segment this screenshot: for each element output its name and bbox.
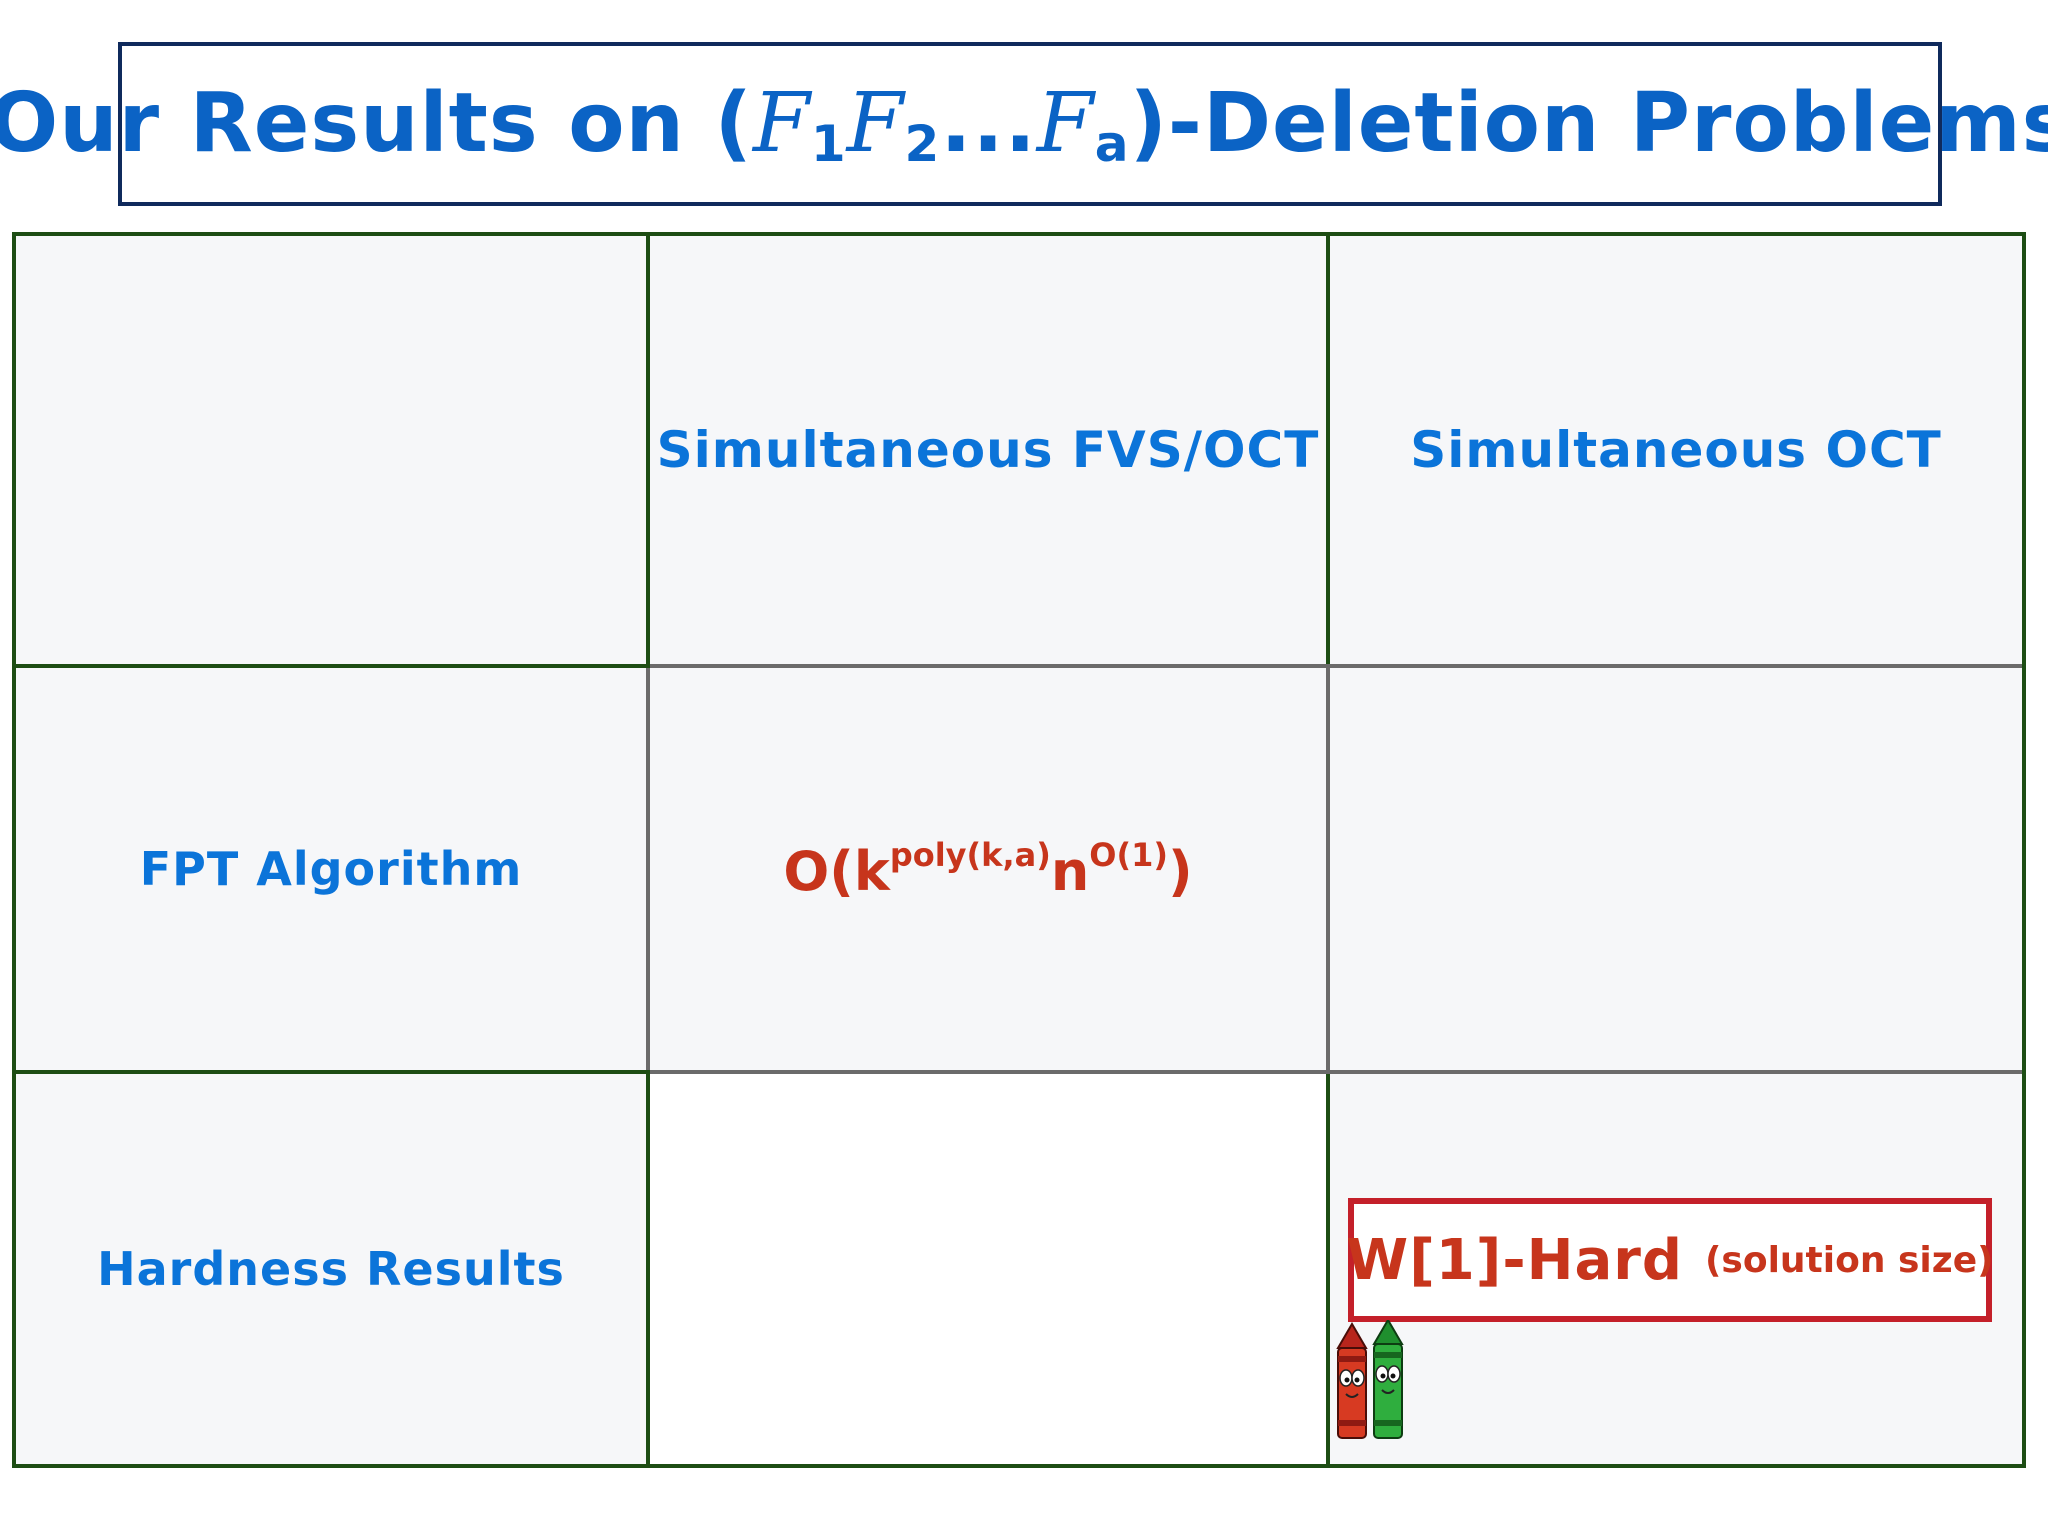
crayon-mascots — [1336, 1320, 1404, 1439]
grid-line-v1-bot — [646, 1074, 650, 1464]
column-header-fvs-oct: Simultaneous FVS/OCT — [656, 421, 1320, 479]
grid-line-h1-mid — [650, 664, 1326, 668]
fpt-fvs-oct-cell: O(kpoly(k,a)nO(1)) — [650, 668, 1326, 1070]
title-sub-1: 1 — [810, 114, 847, 173]
grid-line-h2-right — [1326, 1070, 2022, 1074]
slide-title: Our Results on (F1F2...Fa)-Deletion Prob… — [0, 76, 2048, 173]
title-box: Our Results on (F1F2...Fa)-Deletion Prob… — [0, 42, 2048, 206]
title-suffix: )-Deletion Problems — [1129, 75, 2048, 171]
grid-line-v1-mid — [646, 668, 650, 1074]
formula-n: n — [1050, 839, 1090, 903]
green-crayon-icon — [1372, 1320, 1404, 1439]
title-ellipsis: ... — [940, 75, 1037, 171]
formula-base: O(k — [783, 839, 890, 903]
hardness-result-main: W[1]-Hard — [1346, 1227, 1683, 1293]
grid-line-h1-right — [1326, 664, 2022, 668]
row-label-hardness: Hardness Results — [97, 1242, 565, 1296]
formula-exponent-2: O(1) — [1089, 835, 1168, 874]
corner-cell — [16, 236, 646, 664]
grid-line-v1-top — [646, 236, 650, 668]
grid-line-v2-mid — [1326, 668, 1330, 1074]
row-label-cell-hardness: Hardness Results — [16, 1074, 646, 1464]
column-header-oct: Simultaneous OCT — [1410, 421, 1942, 479]
title-family-a: F — [1036, 75, 1095, 171]
formula-close: ) — [1167, 839, 1193, 903]
grid-line-v2-top — [1326, 236, 1330, 668]
title-sub-a: a — [1094, 114, 1130, 173]
fpt-oct-cell — [1330, 668, 2022, 1070]
title-family-2: F — [846, 75, 905, 171]
formula-exponent-1: poly(k,a) — [889, 835, 1051, 874]
row-label-cell-fpt: FPT Algorithm — [16, 668, 646, 1070]
title-family-1: F — [752, 75, 811, 171]
red-crayon-icon — [1336, 1322, 1368, 1439]
grid-line-h1-left — [16, 664, 650, 668]
fpt-runtime-formula: O(kpoly(k,a)nO(1)) — [783, 836, 1192, 903]
header-cell-oct: Simultaneous OCT — [1330, 236, 2022, 664]
hardness-result-box: W[1]-Hard (solution size) — [1346, 1198, 1994, 1322]
title-sub-2: 2 — [904, 114, 941, 173]
title-prefix: Our Results on ( — [0, 75, 753, 171]
results-table: Simultaneous FVS/OCT Simultaneous OCT FP… — [12, 232, 2026, 1468]
hardness-result-note: (solution size) — [1704, 1239, 1994, 1281]
grid-line-v2-bot — [1326, 1074, 1330, 1464]
row-label-fpt: FPT Algorithm — [139, 842, 523, 896]
header-cell-fvs-oct: Simultaneous FVS/OCT — [650, 236, 1326, 664]
hardness-fvs-oct-cell — [650, 1074, 1326, 1464]
grid-line-h2-left — [16, 1070, 650, 1074]
grid-line-h2-mid — [650, 1070, 1326, 1074]
